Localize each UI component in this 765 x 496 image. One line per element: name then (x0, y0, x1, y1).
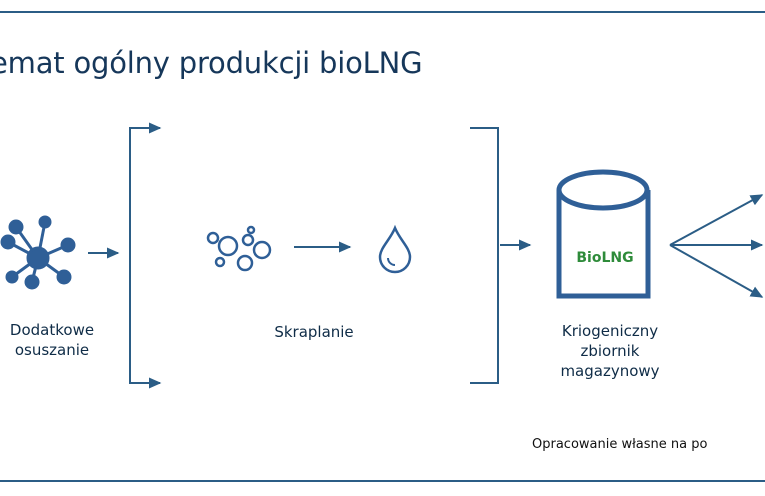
droplet-icon (378, 224, 412, 274)
tank-text: BioLNG (576, 250, 634, 266)
bubbles-icon (206, 225, 272, 272)
drying-label-line1: Dodatkowe (9, 321, 95, 339)
right-bracket (470, 127, 499, 384)
distribution-arrow-bottom (669, 244, 764, 298)
drying-label: Dodatkowe osuszanie (0, 320, 108, 360)
storage-label-line1: Kriogeniczny (561, 322, 659, 340)
distribution-arrow-top (669, 194, 764, 246)
storage-label-line2: zbiornik (580, 342, 640, 360)
tank-icon (556, 169, 651, 299)
left-bracket (129, 127, 157, 384)
storage-label-line3: magazynowy (560, 362, 660, 380)
liquefaction-label: Skraplanie (274, 323, 354, 341)
diagram-title: emat ogólny produkcji bioLNG (0, 46, 423, 80)
storage-label: Kriogeniczny zbiornik magazynowy (536, 321, 684, 381)
source-note: Opracowanie własne na po (532, 437, 708, 452)
top-border-line (0, 11, 765, 13)
bottom-border-line (0, 480, 765, 482)
molecule-icon (0, 215, 76, 290)
drying-label-line2: osuszanie (14, 341, 90, 359)
